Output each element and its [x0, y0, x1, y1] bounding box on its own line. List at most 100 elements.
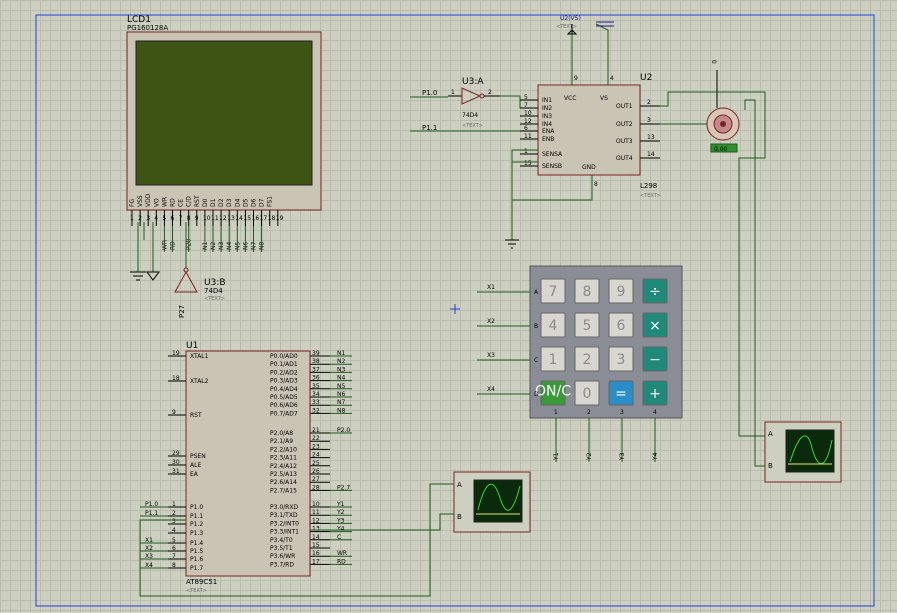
- u1-left-pin-name: XTAL2: [190, 378, 209, 385]
- keypad-key[interactable]: =: [608, 380, 634, 406]
- u1-right-net: P2.0: [337, 427, 350, 434]
- keypad-key[interactable]: ÷: [642, 278, 668, 304]
- sheet-border: [35, 14, 875, 607]
- u2-top-pin-number: 9: [574, 75, 578, 82]
- u2-left-pin-name: IN1: [542, 97, 552, 104]
- u1-right-pin-name: P0.6/AD6: [270, 402, 298, 409]
- u3b-net: P27: [178, 305, 186, 318]
- u1-right-net: Y4: [336, 526, 345, 533]
- oscilloscope-right[interactable]: A B: [764, 421, 842, 483]
- lcd-component[interactable]: LCD1 PG160128A <TEXT> FG1VSS2VDD3VO4WR5W…: [126, 15, 322, 252]
- u3a-text: <TEXT>: [462, 123, 483, 129]
- lcd-model: PG160128A: [127, 24, 168, 32]
- u2-right-pin-name: OUT1: [616, 103, 633, 110]
- u1-right-pin-name: P2.5/A13: [270, 471, 297, 478]
- oscilloscope-bottom[interactable]: A B: [139, 471, 531, 597]
- u2-ref: U2: [640, 73, 652, 83]
- keypad-key[interactable]: 8: [574, 278, 600, 304]
- u3b-model: 74D4: [204, 287, 223, 295]
- lcd-pin-number: 15: [243, 215, 251, 222]
- inverter-u3b[interactable]: U3:B 74D4 <TEXT> P27: [174, 267, 226, 318]
- u1-right-pin-number: 13: [312, 526, 320, 533]
- keypad-key[interactable]: 1: [540, 346, 566, 372]
- keypad-key[interactable]: 2: [574, 346, 600, 372]
- keypad-key-label: 7: [549, 284, 558, 300]
- u1-left-pin-number: 4: [172, 527, 176, 534]
- keypad-key[interactable]: 3: [608, 346, 634, 372]
- u1-right-pin-name: P0.0/AD0: [270, 353, 298, 360]
- u1-left-net: P1.1: [145, 510, 158, 517]
- u1-right-pin-number: 34: [312, 391, 320, 398]
- u2-right-pin-number: 2: [647, 99, 651, 106]
- keypad-key-label: 1: [549, 352, 558, 368]
- u1-right-pin-name: P2.7/A15: [270, 487, 297, 494]
- lcd-pin-number: 19: [276, 215, 284, 222]
- keypad-key[interactable]: 9: [608, 278, 634, 304]
- u1-right-net: N6: [337, 391, 345, 398]
- u3a-model: 74D4: [462, 112, 478, 119]
- u1-right-pin-number: 11: [312, 509, 320, 516]
- u2-left-pin-name: IN2: [542, 105, 552, 112]
- motor-pin-top: 0: [710, 60, 717, 64]
- keypad-key[interactable]: +: [642, 380, 668, 406]
- u3a-symbol: [461, 87, 482, 105]
- keypad-col-net: Y4: [652, 452, 659, 461]
- u1-text: <TEXT>: [186, 588, 207, 594]
- keypad-key[interactable]: −: [642, 346, 668, 372]
- u1-right-pin-number: 28: [312, 484, 320, 491]
- u2-right-pin-number: 14: [647, 151, 655, 158]
- u1-right-pin-number: 16: [312, 550, 320, 557]
- u1-left-pin-name: P1.6: [190, 556, 203, 563]
- u1-right-pin-number: 25: [312, 460, 320, 467]
- keypad-key-label: +: [649, 386, 661, 402]
- lcd-pin-name: FS1: [267, 196, 274, 207]
- keypad-key[interactable]: ×: [642, 312, 668, 338]
- u2-left-pin-number: 5: [524, 94, 528, 101]
- u1-right-pin-name: P2.3/A11: [270, 455, 297, 462]
- u1-right-pin-name: P0.2/AD2: [270, 369, 298, 376]
- u3b-ref: U3:B: [204, 278, 226, 288]
- lcd-pin-name: VDD: [145, 193, 152, 207]
- keypad-key-label: −: [649, 352, 661, 368]
- u1-right-pin-number: 26: [312, 468, 320, 475]
- u1-left-net: P1.0: [145, 501, 158, 508]
- u1-right-pin-number: 14: [312, 534, 320, 541]
- keypad-key[interactable]: ON/C: [535, 380, 571, 406]
- u1-left-pin-number: 19: [172, 350, 180, 357]
- u2-left-pin-number: 12: [524, 118, 532, 125]
- lcd-pin-number: 10: [203, 215, 211, 222]
- u2-left-pin-number: 6: [524, 125, 528, 132]
- keypad-key[interactable]: 4: [540, 312, 566, 338]
- lcd-pin-number: 12: [219, 215, 227, 222]
- keypad-key[interactable]: 6: [608, 312, 634, 338]
- keypad-key[interactable]: 0: [574, 380, 600, 406]
- keypad-col-pin: 1: [554, 409, 558, 416]
- u1-right-pin-name: P3.3/INT1: [270, 529, 299, 536]
- u1-left-pin-number: 1: [172, 501, 176, 508]
- keypad-row-net: X3: [487, 352, 495, 359]
- keypad-row-pin: B: [534, 323, 538, 330]
- u1-left-pin-name: P1.0: [190, 504, 203, 511]
- inverter-u3a[interactable]: U3:A 1 2 74D4 <TEXT> P1.0 P1.1: [410, 77, 538, 132]
- keypad-key[interactable]: 7: [540, 278, 566, 304]
- u1-right-pin-name: P3.5/T1: [270, 545, 293, 552]
- dc-motor[interactable]: 0.00 0: [660, 60, 766, 467]
- lcd-pin-number: 1: [130, 215, 134, 222]
- u1-right-pin-number: 15: [312, 542, 320, 549]
- u1-right-pin-name: P3.6/WR: [270, 553, 295, 560]
- lcd-pin-number: 2: [138, 215, 142, 222]
- u1-right-pin-number: 12: [312, 517, 320, 524]
- lcd-pin-number: 14: [235, 215, 243, 222]
- u1-right-pin-name: P3.4/T0: [270, 537, 293, 544]
- u1-right-pin-number: 32: [312, 407, 320, 414]
- u1-left-pin-name: PSEN: [190, 453, 206, 460]
- lcd-pin-number: 6: [171, 215, 175, 222]
- u2-model: L298: [640, 182, 657, 190]
- keypad-key[interactable]: 5: [574, 312, 600, 338]
- u1-right-net: N3: [337, 366, 345, 373]
- lcd-pin-name: RST: [194, 195, 201, 207]
